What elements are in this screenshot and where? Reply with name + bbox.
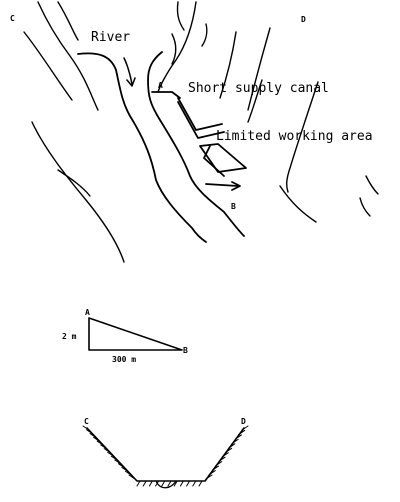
hatch-mark bbox=[155, 480, 160, 487]
gradient-triangle bbox=[88, 317, 183, 351]
point-label-a: A bbox=[158, 81, 163, 90]
hatch-mark bbox=[218, 456, 226, 462]
hatch-mark bbox=[241, 425, 249, 431]
hatch-mark bbox=[234, 434, 242, 440]
point-label-b: B bbox=[231, 202, 236, 211]
hatch-mark bbox=[82, 425, 90, 431]
hatch-mark bbox=[136, 480, 141, 487]
hatch-mark bbox=[124, 470, 132, 476]
working-area-label: Limited working area bbox=[216, 129, 373, 144]
section-label-c: C bbox=[84, 417, 89, 426]
river-right-bank bbox=[147, 51, 245, 237]
working-area-outline bbox=[199, 143, 247, 191]
hatch-mark bbox=[225, 447, 233, 453]
section-hatching-right bbox=[205, 425, 249, 480]
gradient-label-b: B bbox=[183, 346, 188, 355]
hatch-mark bbox=[110, 455, 118, 461]
hatch-mark bbox=[228, 443, 236, 449]
river-flow-arrow bbox=[123, 57, 136, 87]
hatch-mark bbox=[167, 480, 172, 487]
river-left-bank bbox=[77, 52, 207, 243]
gradient-length-label: 300 m bbox=[112, 355, 136, 364]
hatch-mark bbox=[231, 438, 239, 444]
hatch-mark bbox=[86, 429, 94, 435]
canal-label: Short supply canal bbox=[188, 81, 329, 96]
gradient-label-a: A bbox=[85, 308, 90, 317]
hatch-mark bbox=[186, 480, 191, 487]
hatch-mark bbox=[148, 480, 153, 487]
hatch-mark bbox=[93, 436, 101, 442]
corner-label-c: C bbox=[10, 14, 15, 23]
cross-section: C D bbox=[82, 417, 249, 489]
hatch-mark bbox=[103, 448, 111, 454]
hatch-mark bbox=[212, 465, 220, 471]
river-channel bbox=[77, 51, 245, 243]
hatch-mark bbox=[205, 474, 213, 480]
hatch-mark bbox=[161, 480, 166, 487]
hatch-mark bbox=[238, 429, 246, 435]
supply-canal bbox=[151, 91, 225, 139]
gradient-height-label: 2 m bbox=[62, 332, 77, 341]
river-label: River bbox=[91, 30, 130, 45]
section-hatching-bottom bbox=[136, 480, 203, 487]
hatch-mark bbox=[208, 470, 216, 476]
hatch-mark bbox=[96, 440, 104, 446]
hatch-mark bbox=[117, 463, 125, 469]
hatch-mark bbox=[215, 461, 223, 467]
plan-view: C D River A Short supply canal Limited w… bbox=[10, 1, 379, 263]
hatch-mark bbox=[121, 466, 129, 472]
section-bed-hump bbox=[155, 480, 177, 489]
hatch-mark bbox=[100, 444, 108, 450]
corner-label-d: D bbox=[301, 15, 306, 24]
hatch-mark bbox=[114, 459, 122, 465]
hatch-mark bbox=[192, 480, 197, 487]
hatch-mark bbox=[89, 433, 97, 439]
hatch-mark bbox=[173, 480, 178, 487]
hatch-mark bbox=[128, 474, 136, 480]
hatch-mark bbox=[198, 480, 203, 487]
hatch-mark bbox=[142, 480, 147, 487]
section-hatching-left bbox=[82, 425, 136, 480]
hatch-mark bbox=[107, 451, 115, 457]
hatch-mark bbox=[179, 480, 184, 487]
gradient-diagram: A B 2 m 300 m bbox=[62, 308, 188, 364]
terrain-contours bbox=[23, 1, 379, 263]
section-label-d: D bbox=[241, 417, 246, 426]
hatch-mark bbox=[221, 452, 229, 458]
